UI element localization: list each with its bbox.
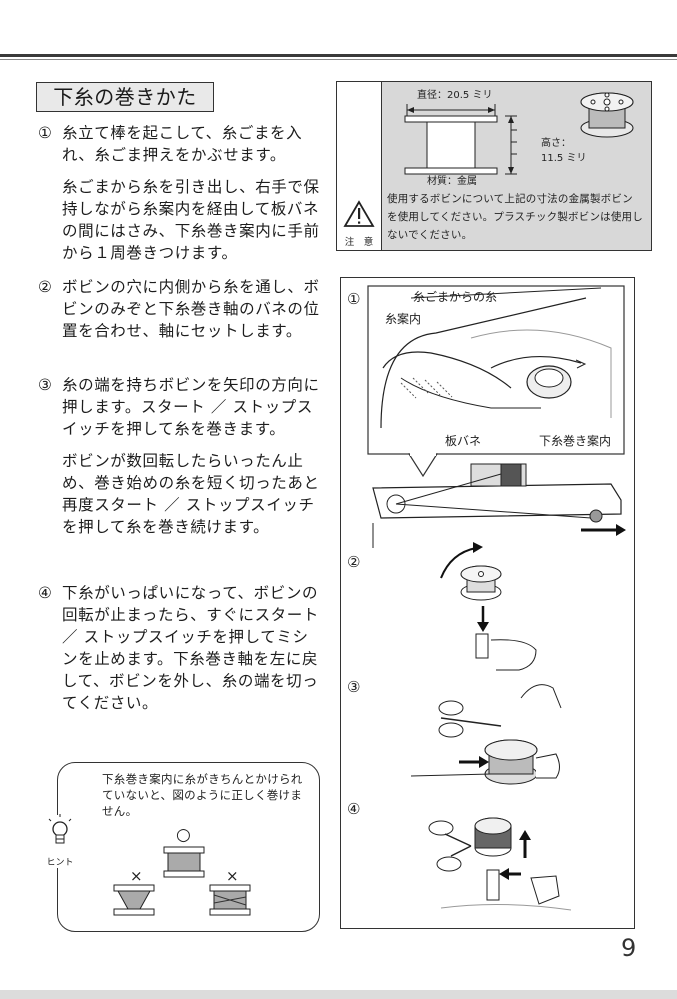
footer-band: [0, 990, 677, 999]
hint-box: ヒント 下糸巻き案内に糸がきちんとかけられていないと、図のように正しく巻けません…: [36, 762, 320, 932]
bad-mark-left: ×: [130, 867, 143, 885]
hint-text: 下糸巻き案内に糸がきちんとかけられていないと、図のように正しく巻けません。: [102, 772, 303, 818]
step-text: 下糸がいっぱいになって、ボビンの回転が止まったら、すぐにスタート ／ ストップス…: [62, 584, 319, 712]
bad-mark-right: ×: [226, 867, 239, 885]
figure-step-2-marker: ②: [347, 553, 361, 571]
step-number: ③: [38, 376, 53, 394]
figure-step-1-marker: ①: [347, 290, 361, 308]
step-text: 糸立て棒を起こして、糸ごまを入れ、糸ごま押えをかぶせます。: [62, 124, 303, 164]
label-thread-guide: 糸案内: [385, 312, 422, 326]
step-1: ① 糸立て棒を起こして、糸ごまを入れ、糸ごま押えをかぶせます。 糸ごまから糸を引…: [38, 122, 322, 264]
good-mark: ○: [176, 825, 191, 845]
header-rule-thin: [0, 59, 677, 60]
step-number: ④: [38, 584, 53, 602]
step-number: ①: [38, 124, 53, 142]
label-spool-thread: 糸ごまからの糸: [413, 290, 498, 304]
label-leaf-spring: 板バネ: [445, 434, 482, 448]
step-number: ②: [38, 278, 53, 296]
page-number: 9: [621, 934, 637, 962]
lightbulb-icon: [48, 814, 72, 855]
hint-label: ヒント: [36, 855, 84, 868]
figure-step-4-marker: ④: [347, 800, 361, 818]
bobbin-winding-illustration: [367, 285, 626, 911]
warning-icon: [343, 200, 375, 227]
winding-examples: [113, 846, 251, 916]
step-text: 糸の端を持ちボビンを矢印の方向に押します。スタート ／ ストップスイッチを押して…: [62, 376, 320, 438]
diameter-label: 直径：20.5 ミリ: [417, 90, 493, 101]
height-label: 高さ： 11.5 ミリ: [541, 138, 587, 164]
step-2: ② ボビンの穴に内側から糸を通し、ボビンのみぞと下糸巻き軸のバネの位置を合わせ、…: [38, 276, 322, 342]
step-text: ボビンの穴に内側から糸を通し、ボビンのみぞと下糸巻き軸のバネの位置を合わせ、軸に…: [62, 278, 320, 340]
header-rule: [0, 54, 677, 57]
material-label: 材質：金属: [427, 176, 477, 187]
caution-icon-column: 注 意: [337, 82, 382, 250]
bobbin-dimension-diagram: [404, 92, 634, 175]
step-text: ボビンが数回転したらいったん止め、巻き始めの糸を短く切ったあと再度スタート ／ …: [62, 452, 320, 536]
caution-text: 使用するボビンについて上記の寸法の金属製ボビンを使用してください。プラスチック製…: [387, 193, 643, 241]
step-4: ④ 下糸がいっぱいになって、ボビンの回転が止まったら、すぐにスタート ／ ストッ…: [38, 582, 322, 714]
section-title: 下糸の巻きかた: [36, 82, 214, 112]
label-bobbin-winder-guide: 下糸巻き案内: [539, 434, 612, 448]
figure-step-3-marker: ③: [347, 678, 361, 696]
caution-box: 注 意 直径：20.5 ミリ 高さ： 11.5 ミリ 材質：金属 使用するボビン…: [336, 81, 652, 251]
figure-panel: ① ② ③ ④ 糸ごまからの糸 糸案内 板バネ 下糸巻き案内: [340, 277, 635, 929]
step-3: ③ 糸の端を持ちボビンを矢印の方向に押します。スタート ／ ストップスイッチを押…: [38, 374, 322, 538]
step-text: 糸ごまから糸を引き出し、右手で保持しながら糸案内を経由して板バネの間にはさみ、下…: [62, 178, 320, 262]
caution-label: 注 意: [344, 237, 374, 248]
